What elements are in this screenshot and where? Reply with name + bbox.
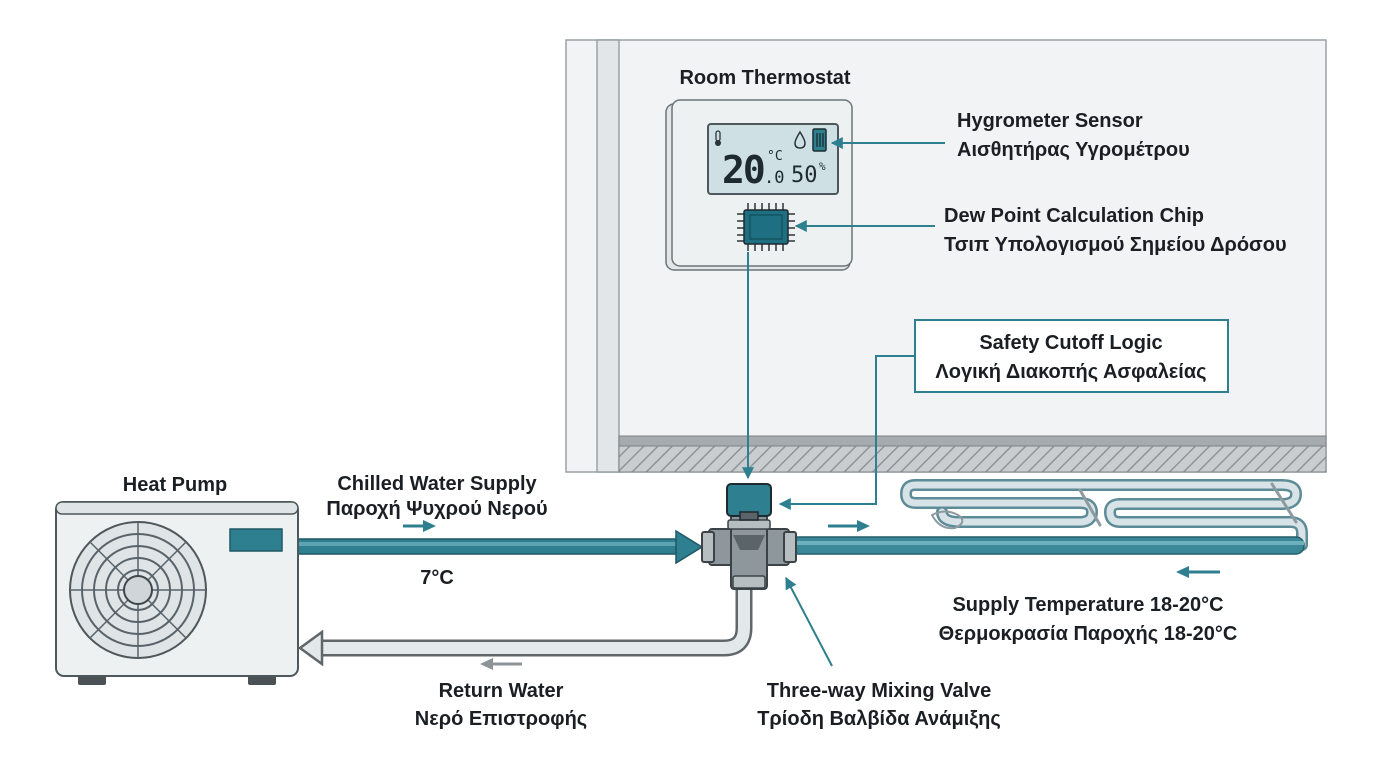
chilled-flow-arrow: [403, 520, 436, 532]
room-thermostat: 20 °C .0 50 % Room Thermostat: [665, 67, 853, 271]
hygrometer-label-el: Αισθητήρας Υγρομέτρου: [957, 139, 1190, 161]
chilled-supply-pipe: [295, 529, 704, 565]
dew-chip-label: Dew Point Calculation Chip: [944, 205, 1204, 227]
thermometer-icon: [715, 130, 721, 146]
return-pipe: [297, 588, 753, 667]
supply-temp-label-el: Θερμοκρασία Παροχής 18-20°C: [939, 623, 1238, 645]
lcd-temperature: 20: [722, 148, 764, 192]
hygrometer-sensor-icon: [812, 128, 827, 152]
valve-callout: [785, 576, 833, 667]
labels: Hygrometer Sensor Αισθητήρας Υγρομέτρου …: [326, 110, 1286, 730]
lcd-temperature-unit: °C: [767, 149, 783, 164]
floor-slab: [618, 445, 1327, 473]
floor-return-flow-arrow: [1176, 566, 1220, 578]
flow-arrows: [403, 520, 1220, 670]
lcd-humidity: 50: [791, 163, 818, 188]
chilled-supply-label: Chilled Water Supply: [337, 473, 537, 495]
three-way-mixing-valve: [701, 483, 797, 590]
valve-actuator: [726, 483, 772, 517]
room-thermostat-label: Room Thermostat: [679, 67, 850, 89]
dew-chip-label-el: Τσιπ Υπολογισμού Σημείου Δρόσου: [944, 234, 1287, 256]
signal-lines: [742, 137, 945, 667]
floor-supply-pipe: [789, 536, 1305, 555]
return-water-label: Return Water: [439, 680, 564, 702]
chilled-temp-label: 7°C: [420, 567, 454, 589]
underfloor-loop: [900, 479, 1308, 551]
heat-pump-display: [229, 528, 283, 552]
chilled-supply-label-el: Παροχή Ψυχρού Νερού: [326, 498, 547, 520]
safety-cutoff-label-el: Λογική Διακοπής Ασφαλείας: [935, 361, 1206, 383]
return-flow-arrow: [480, 658, 522, 670]
safety-cutoff-box: Safety Cutoff Logic Λογική Διακοπής Ασφα…: [914, 319, 1229, 393]
droplet-icon: [794, 130, 806, 149]
safety-cutoff-label: Safety Cutoff Logic: [979, 332, 1162, 354]
heat-pump-label: Heat Pump: [123, 474, 227, 496]
valve-label: Three-way Mixing Valve: [767, 680, 992, 702]
heat-pump: Heat Pump: [55, 474, 299, 685]
lcd-temperature-decimal: .0: [764, 168, 784, 188]
supply-temp-label: Supply Temperature 18-20°C: [952, 594, 1223, 616]
dew-point-chip-icon: [737, 203, 795, 251]
safety-to-valve-signal: [778, 355, 915, 510]
hygrometer-label: Hygrometer Sensor: [957, 110, 1143, 132]
floor-supply-flow-arrow: [828, 520, 870, 532]
return-water-label-el: Νερό Επιστροφής: [415, 708, 587, 730]
lcd-humidity-unit: %: [819, 160, 826, 173]
valve-label-el: Τρίοδη Βαλβίδα Ανάμιξης: [757, 708, 1001, 730]
